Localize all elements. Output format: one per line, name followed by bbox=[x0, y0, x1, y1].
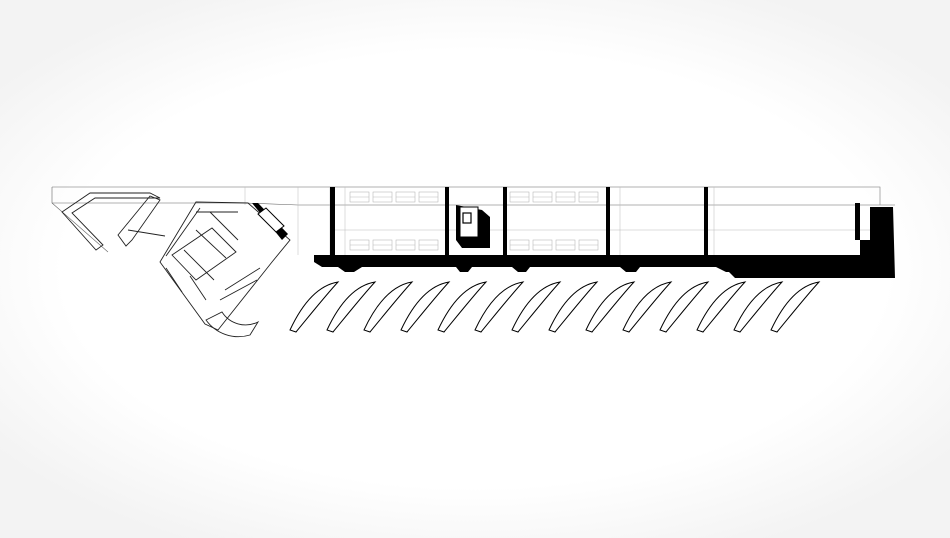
bench bbox=[474, 281, 525, 333]
bench bbox=[363, 281, 414, 333]
bench bbox=[770, 281, 821, 333]
bench bbox=[437, 281, 488, 333]
window-modules bbox=[349, 191, 599, 251]
end-wall bbox=[725, 187, 895, 278]
bench bbox=[659, 281, 710, 333]
base-wall bbox=[314, 255, 870, 272]
bench bbox=[511, 281, 562, 333]
bench bbox=[289, 281, 340, 333]
bench bbox=[400, 281, 451, 333]
bench bbox=[585, 281, 636, 333]
building-bays bbox=[330, 187, 715, 255]
bench bbox=[326, 281, 377, 333]
bench bbox=[622, 281, 673, 333]
bench-row bbox=[289, 281, 821, 333]
bench bbox=[696, 281, 747, 333]
bench bbox=[733, 281, 784, 333]
stair-core bbox=[456, 205, 490, 248]
bench bbox=[548, 281, 599, 333]
seating-wing bbox=[61, 192, 291, 338]
